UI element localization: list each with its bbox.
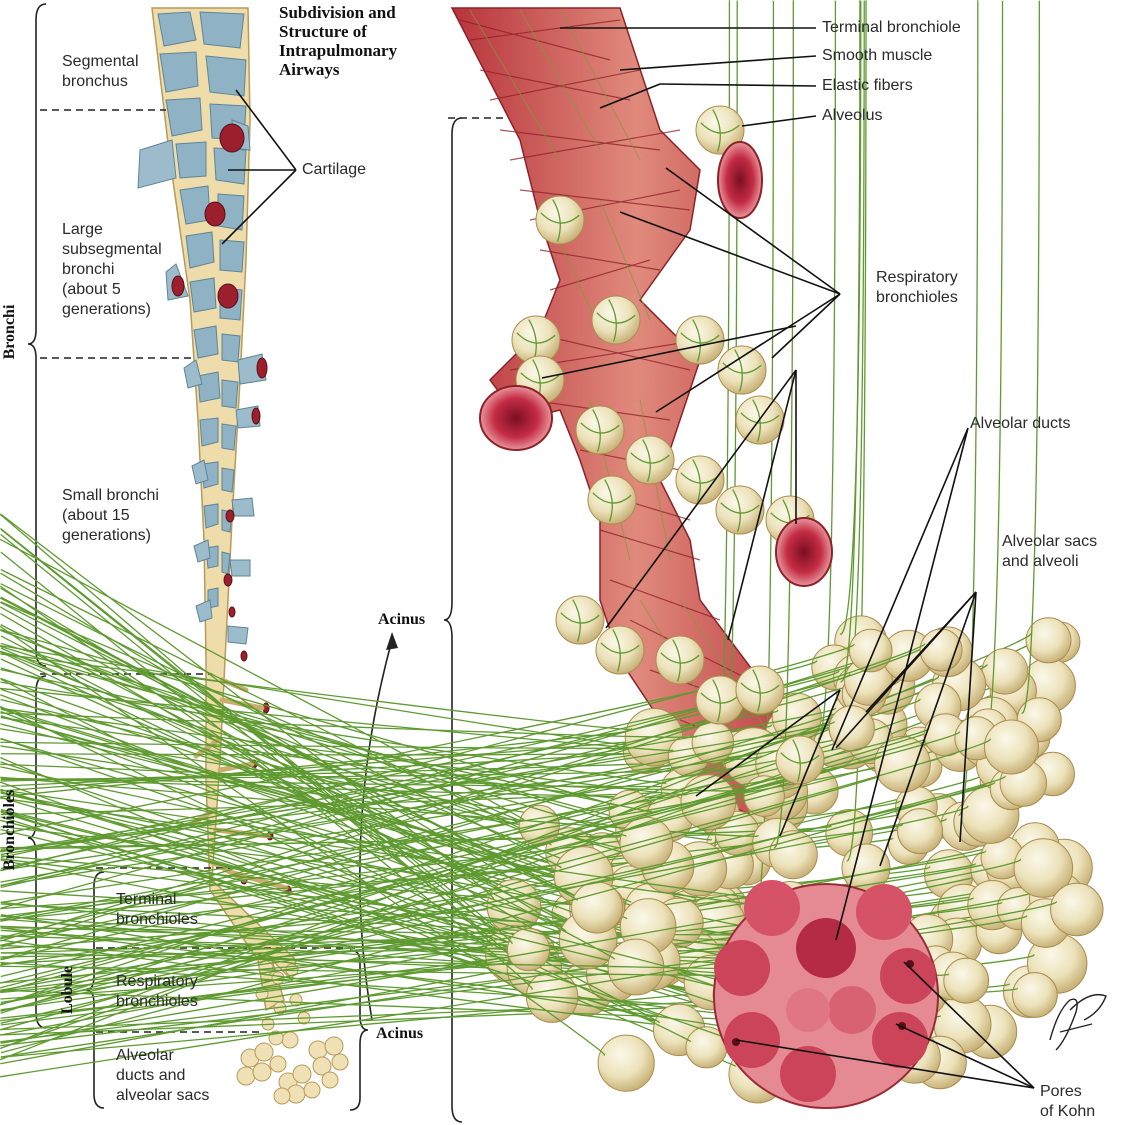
alveolus-ball xyxy=(1013,838,1074,898)
elastic-fiber-wrap xyxy=(680,319,720,362)
elastic-fiber-wrap xyxy=(0,687,674,752)
elastic-fiber-wrap xyxy=(0,643,855,872)
bracket-label-lobule: Lobule xyxy=(59,966,76,1015)
elastic-fiber-wrap xyxy=(0,670,840,859)
acinus-arrow xyxy=(359,632,398,1021)
label-cartilage: Cartilage xyxy=(302,161,367,178)
elastic-fiber-wrap xyxy=(0,712,698,738)
label-terminal-bronchioles: Terminal bronchioles xyxy=(116,891,198,928)
elastic-fiber-wrap xyxy=(0,583,562,869)
elastic-fiber-wrap xyxy=(0,781,996,1012)
elastic-fiber-wrap xyxy=(0,773,986,1005)
elastic-fiber-wrap xyxy=(0,755,882,904)
elastic-fiber-wrap xyxy=(740,399,780,442)
alveolus-ball xyxy=(597,1034,655,1092)
elastic-fiber-wrap xyxy=(709,0,731,859)
bracket-label-bronchi: Bronchi xyxy=(1,304,18,360)
elastic-fiber-wrap xyxy=(0,643,929,949)
airway-tree xyxy=(137,7,349,1105)
elastic-fiber-wrap xyxy=(0,514,494,947)
label-respiratory-bronchioles-right: Respiratory bronchioles xyxy=(876,269,958,306)
label-elastic-fibers: Elastic fibers xyxy=(822,77,913,94)
acinus-right-brace xyxy=(443,117,463,1123)
alveolus-ball xyxy=(981,648,1029,695)
elastic-fiber-wrap xyxy=(600,629,640,672)
elastic-fiber-wrap xyxy=(780,739,820,782)
cartilage-plates xyxy=(157,11,247,609)
elastic-fiber-wrap xyxy=(0,763,749,792)
elastic-fiber-wrap xyxy=(560,599,600,642)
bracket-label-bronchioles: Bronchioles xyxy=(1,789,18,871)
alveolus-ball xyxy=(983,719,1039,775)
elastic-fiber-wrap xyxy=(845,0,865,689)
alveolus-ball xyxy=(943,957,990,1004)
elastic-fiber-wrap xyxy=(740,669,780,712)
alveolus-ball xyxy=(1025,617,1072,664)
alveolus-ball xyxy=(1012,972,1058,1018)
elastic-fiber-wrap xyxy=(0,850,987,1004)
elastic-fiber-wrap xyxy=(660,639,700,682)
label-alveolar-sacs: Alveolar sacs and alveoli xyxy=(1002,533,1098,570)
bracket-label-acinus-right: Acinus xyxy=(378,611,426,628)
alveolus-ball xyxy=(571,881,623,934)
elastic-fiber-wrap xyxy=(0,625,606,1056)
elastic-fiber-wrap xyxy=(596,299,636,342)
alveolus-ball xyxy=(897,808,943,855)
label-alveolar-ducts: Alveolar ducts xyxy=(970,415,1071,432)
elastic-fiber-wrap xyxy=(840,0,861,683)
elastic-fiber-wrap xyxy=(0,513,494,900)
alveolus-ball xyxy=(1050,882,1104,937)
elastic-fiber-wrap xyxy=(0,635,615,960)
elastic-fiber-wrap xyxy=(0,681,667,784)
elastic-fiber-wrap xyxy=(0,737,720,988)
elastic-fiber-wrap xyxy=(0,738,991,1013)
diagram-title: Subdivision and Structure of Intrapulmon… xyxy=(279,3,398,79)
label-respiratory-bronchioles-left: Respiratory bronchioles xyxy=(116,973,198,1010)
label-alveolar-ducts-sacs-left: Alveolar ducts and alveolar sacs xyxy=(116,1047,210,1104)
elastic-fiber-wrap xyxy=(0,528,513,944)
elastic-fiber-wrap xyxy=(700,679,740,722)
label-terminal-bronchiole: Terminal bronchiole xyxy=(822,19,961,36)
elastic-fiber-wrap xyxy=(630,439,670,482)
artist-signature xyxy=(1049,993,1107,1051)
elastic-fiber-wrap xyxy=(957,0,979,816)
opened-alveolar-sac xyxy=(713,880,939,1109)
elastic-fiber-wrap xyxy=(0,775,1006,1024)
elastic-fiber-wrap xyxy=(773,0,794,849)
elastic-fiber-wrap xyxy=(700,109,740,152)
label-small-bronchi: Small bronchi (about 15 generations) xyxy=(62,487,159,544)
elastic-fiber-wrap xyxy=(0,731,960,978)
elastic-fiber-wrap xyxy=(0,660,818,835)
elastic-fiber-wrap xyxy=(0,727,930,946)
cut-lumens xyxy=(479,141,833,587)
elastic-fiber-wrap xyxy=(540,199,580,242)
elastic-fiber-wrap xyxy=(720,489,760,532)
leader-lines xyxy=(221,27,1035,1089)
elastic-fiber-wrap xyxy=(0,653,633,731)
elastic-fiber-wrap xyxy=(592,479,632,522)
bracket-label-acinus-left: Acinus xyxy=(376,1025,424,1042)
lobule-alveoli xyxy=(236,960,349,1105)
elastic-fiber-wrap xyxy=(0,668,653,813)
elastic-fiber-wrap xyxy=(722,349,762,392)
elastic-fiber-wrap xyxy=(0,698,921,939)
elastic-fiber-wrap xyxy=(0,805,969,991)
elastic-fiber-wrap xyxy=(1021,0,1040,714)
acinus-detail xyxy=(0,0,1104,1109)
elastic-fiber-wrap xyxy=(0,538,525,821)
label-smooth-muscle: Smooth muscle xyxy=(822,47,933,64)
elastic-fiber-wrap xyxy=(0,675,939,960)
label-alveolus: Alveolus xyxy=(822,107,883,124)
label-segmental-bronchus: Segmental bronchus xyxy=(62,53,139,90)
elastic-fiber-wrap xyxy=(0,776,759,837)
label-large-subsegmental: Large subsegmental bronchi (about 5 gene… xyxy=(62,221,162,318)
elastic-fiber-wrap xyxy=(0,720,835,853)
bronchi-brace xyxy=(27,3,47,667)
label-pores-of-kohn: Pores of Kohn xyxy=(1040,1083,1096,1120)
elastic-fiber-wrap xyxy=(981,0,1004,759)
elastic-fiber-wrap xyxy=(0,643,926,942)
elastic-fiber-wrap xyxy=(580,409,620,452)
